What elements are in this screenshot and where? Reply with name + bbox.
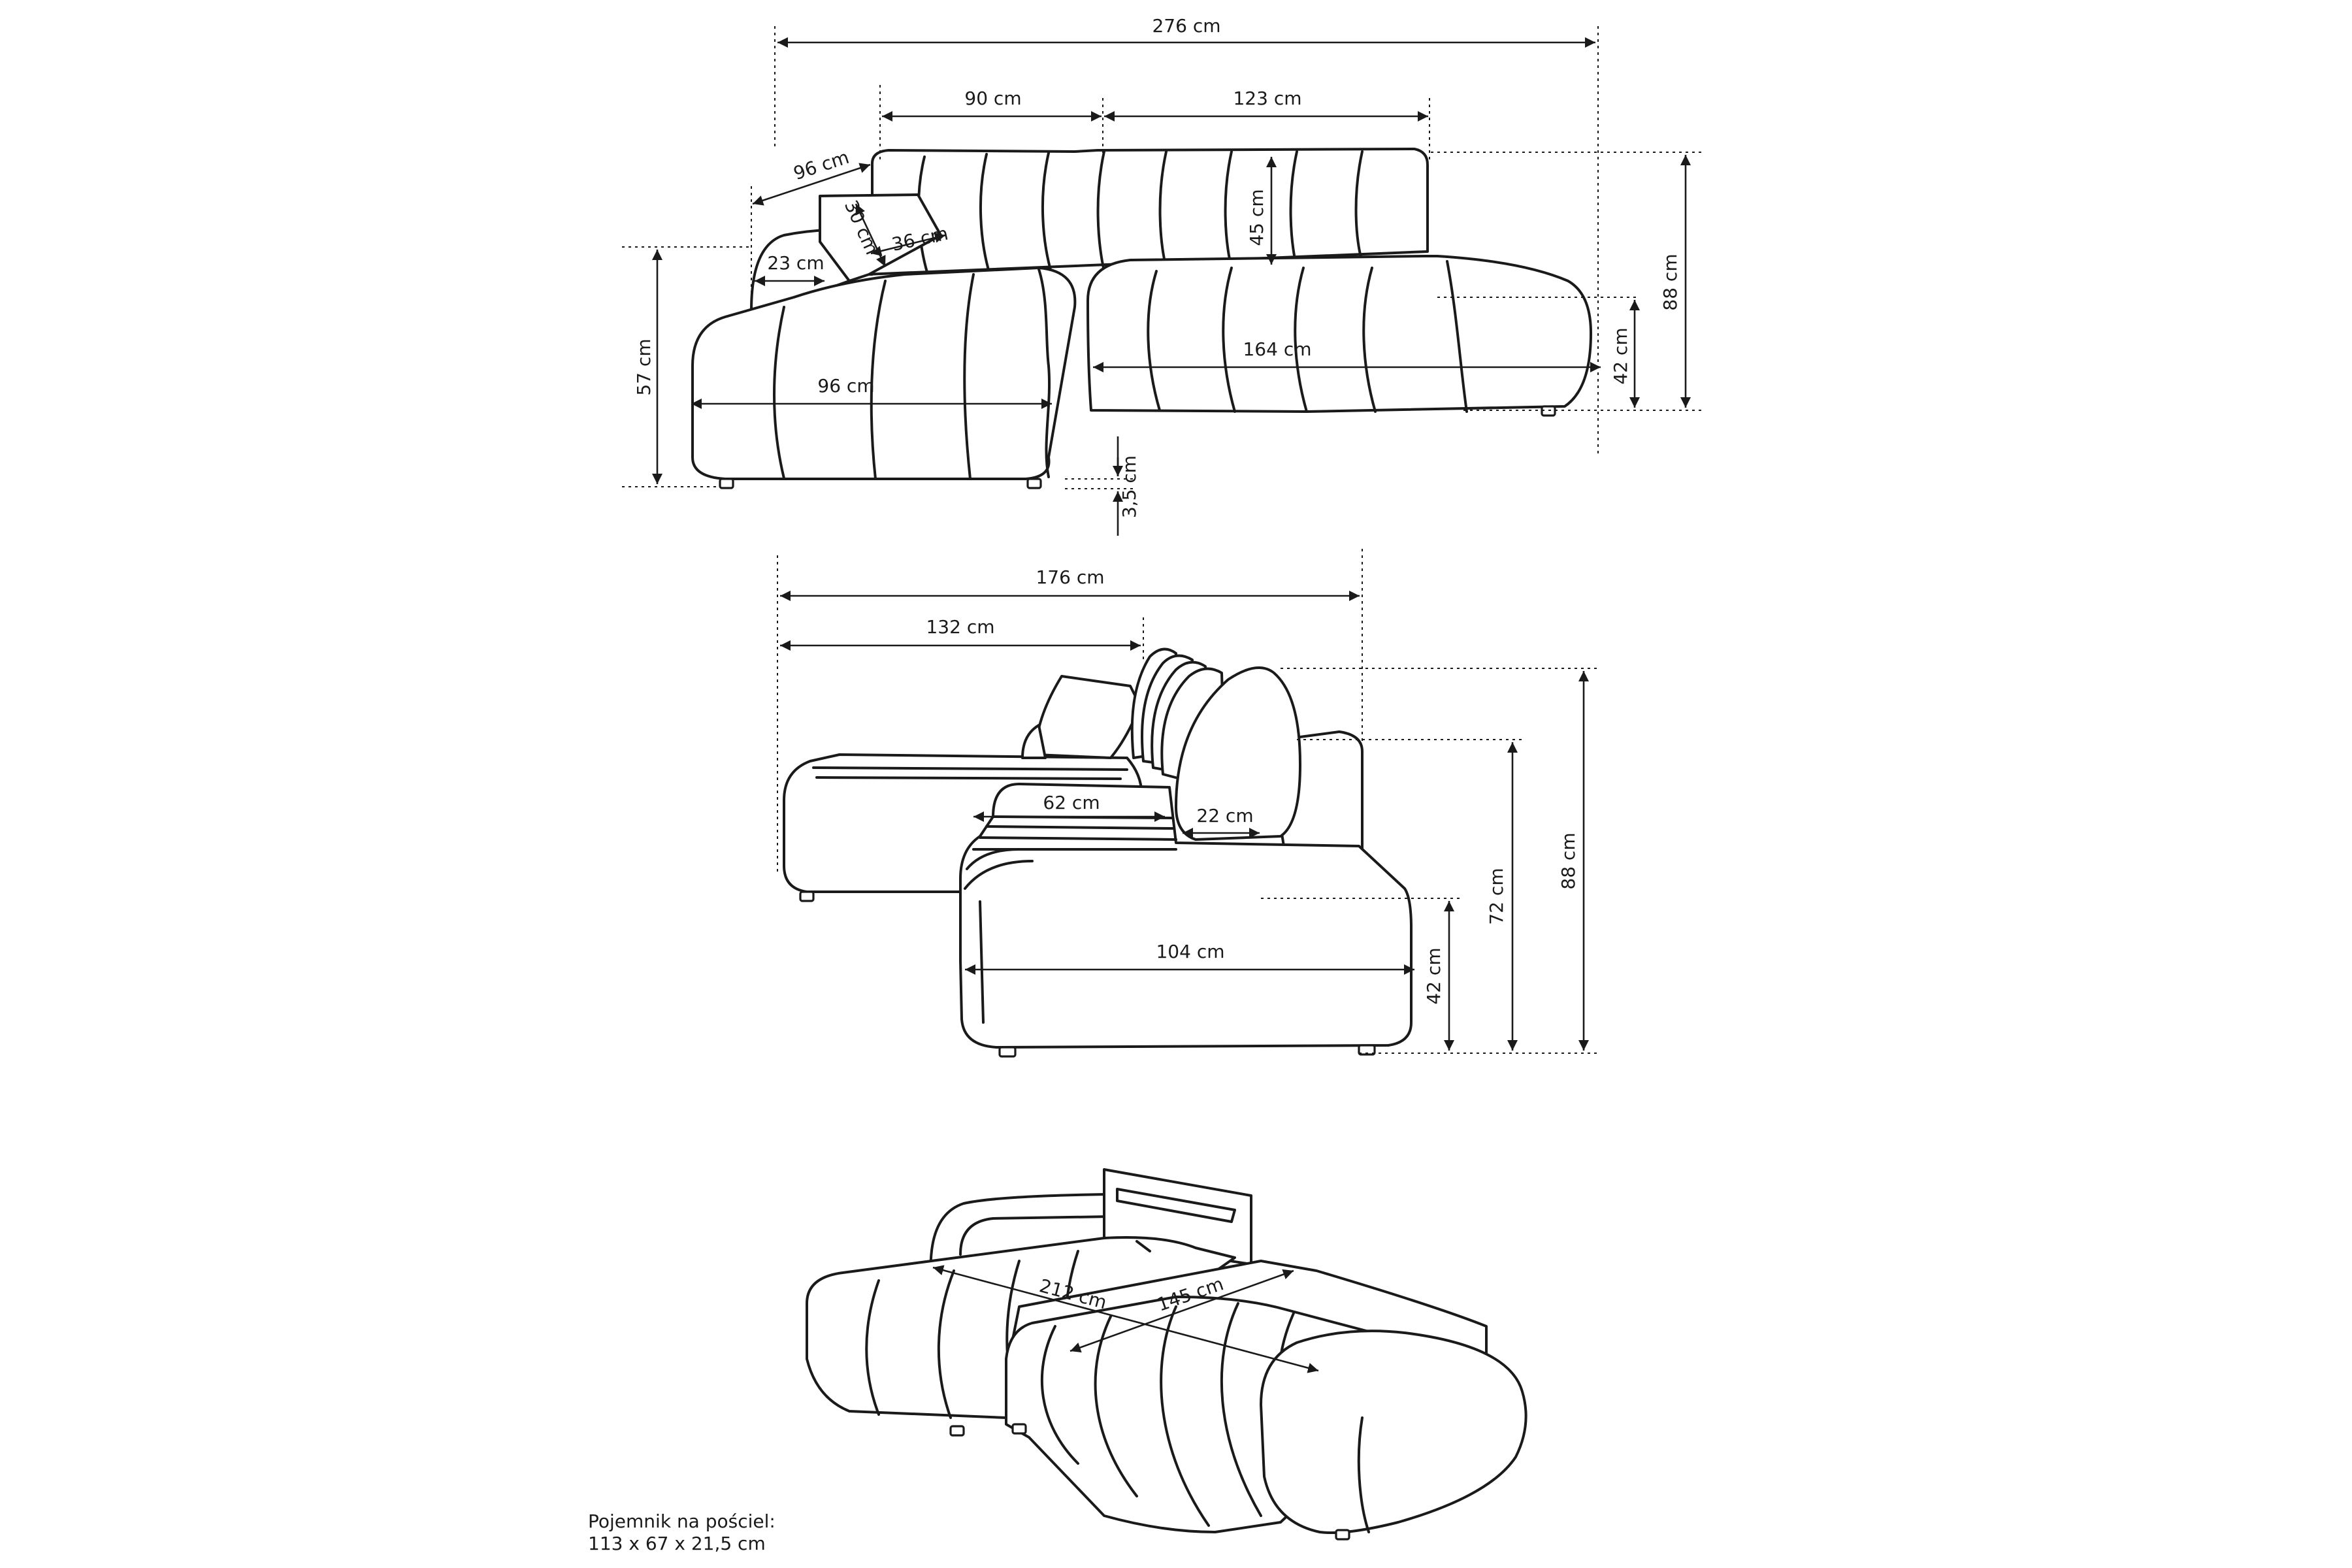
bed-ottoman bbox=[1260, 1330, 1527, 1534]
label-side-seat-depth: 62 cm bbox=[1043, 792, 1100, 813]
label-side-seat-length: 104 cm bbox=[1156, 941, 1224, 962]
storage-size: 113 x 67 x 21,5 cm bbox=[588, 1533, 766, 1554]
label-side-total-width: 176 cm bbox=[1036, 566, 1104, 588]
side-pillow bbox=[1034, 675, 1141, 759]
label-total-width: 276 cm bbox=[1152, 15, 1220, 37]
storage-note: Pojemnik na pościel: 113 x 67 x 21,5 cm bbox=[588, 1511, 776, 1555]
label-side-inner-width: 132 cm bbox=[926, 616, 994, 638]
storage-label: Pojemnik na pościel: bbox=[588, 1511, 776, 1532]
label-seat-height: 42 cm bbox=[1610, 327, 1631, 384]
bed-view: 212 cm 145 cm bbox=[806, 1168, 1527, 1541]
label-total-height: 88 cm bbox=[1659, 253, 1681, 310]
label-leg-height: 3,5 cm bbox=[1119, 455, 1140, 518]
backrest bbox=[864, 148, 1429, 276]
label-armrest-width: 23 cm bbox=[767, 252, 824, 274]
label-side-seat-height: 42 cm bbox=[1423, 947, 1445, 1004]
label-side-back-height: 72 cm bbox=[1486, 868, 1507, 924]
label-side-total-height: 88 cm bbox=[1558, 832, 1579, 889]
label-depth: 96 cm bbox=[791, 146, 851, 184]
label-left-height: 57 cm bbox=[633, 338, 655, 395]
chaise-section bbox=[691, 267, 1077, 480]
label-backrest-right: 123 cm bbox=[1233, 88, 1301, 109]
label-seat-width: 164 cm bbox=[1243, 338, 1311, 360]
label-back-height: 45 cm bbox=[1246, 189, 1267, 246]
label-backrest-left: 90 cm bbox=[964, 88, 1021, 109]
side-view: 176 cm 132 cm 62 cm 22 cm 104 cm 42 cm 7… bbox=[777, 549, 1597, 1058]
front-view: 276 cm 90 cm 123 cm 96 cm 30 cm 36 cm 23… bbox=[622, 15, 1702, 536]
right-seat bbox=[1086, 255, 1592, 413]
label-side-back-thickness: 22 cm bbox=[1196, 805, 1253, 826]
label-chaise-depth: 96 cm bbox=[817, 375, 874, 397]
